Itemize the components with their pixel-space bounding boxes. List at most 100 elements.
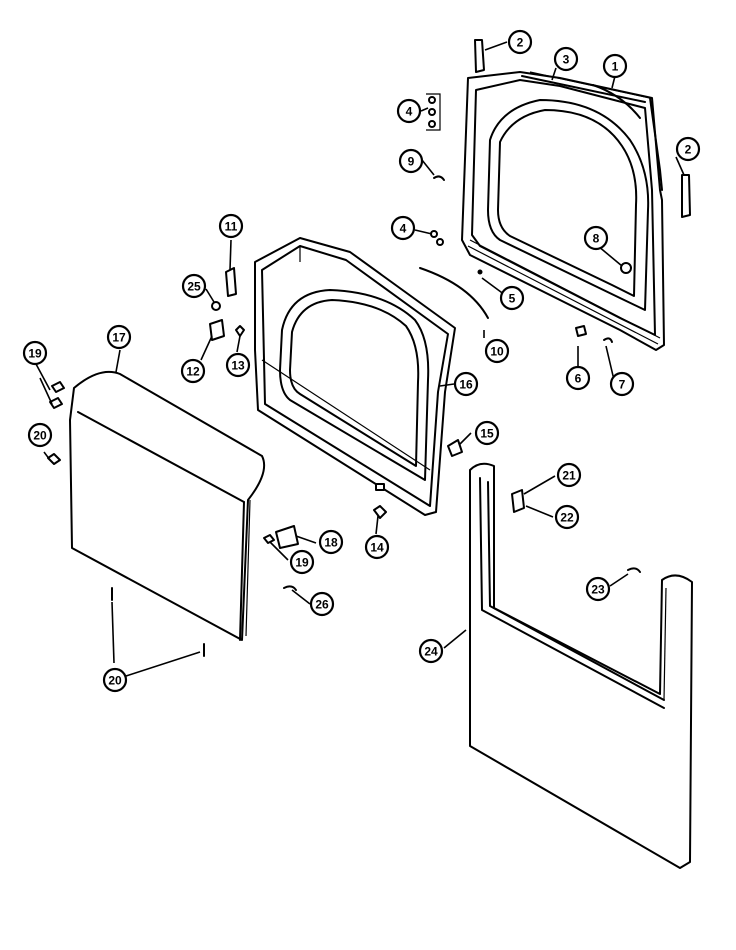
callout-circle bbox=[474, 420, 500, 446]
callout-label: 24 bbox=[424, 645, 438, 659]
screw-13 bbox=[235, 325, 245, 337]
callout-label: 1 bbox=[612, 60, 619, 74]
leader-lines bbox=[35, 41, 685, 677]
callout-label: 14 bbox=[370, 541, 384, 555]
callout-c2a: 2 bbox=[507, 29, 533, 55]
callout-circle bbox=[102, 667, 128, 693]
callout-circle bbox=[22, 340, 48, 366]
callout-label: 22 bbox=[560, 511, 574, 525]
callout-c18: 18 bbox=[318, 529, 344, 555]
callout-circle bbox=[180, 358, 206, 384]
callout-circle bbox=[553, 46, 579, 72]
callout-label: 5 bbox=[509, 292, 516, 306]
arc-10 bbox=[419, 267, 489, 319]
callout-circle bbox=[225, 352, 251, 378]
callout-label: 10 bbox=[490, 345, 504, 359]
callout-circle bbox=[565, 365, 591, 391]
screw-9 bbox=[433, 175, 445, 181]
callout-label: 20 bbox=[33, 429, 47, 443]
callout-circle bbox=[181, 273, 207, 299]
callout-circle bbox=[318, 529, 344, 555]
callout-circle bbox=[484, 338, 510, 364]
callout-circle bbox=[556, 462, 582, 488]
callout-c7: 7 bbox=[609, 371, 635, 397]
nut-25 bbox=[211, 301, 221, 311]
callout-c22: 22 bbox=[554, 504, 580, 530]
callout-label: 3 bbox=[563, 53, 570, 67]
bracket-11 bbox=[225, 267, 237, 297]
callout-c3: 3 bbox=[553, 46, 579, 72]
callout-label: 17 bbox=[112, 331, 126, 345]
front-bulkhead bbox=[254, 237, 456, 516]
callout-circle bbox=[585, 576, 611, 602]
callout-c25: 25 bbox=[181, 273, 207, 299]
callout-label: 18 bbox=[324, 536, 338, 550]
callout-c12: 12 bbox=[180, 358, 206, 384]
callout-c16: 16 bbox=[453, 371, 479, 397]
callout-c6: 6 bbox=[565, 365, 591, 391]
callout-label: 11 bbox=[225, 220, 238, 234]
callout-c20a: 20 bbox=[27, 422, 53, 448]
callout-c8: 8 bbox=[583, 225, 609, 251]
callout-label: 4 bbox=[400, 222, 407, 236]
callout-label: 25 bbox=[187, 280, 201, 294]
screw-26 bbox=[283, 585, 297, 591]
screw-set-4-top bbox=[426, 93, 441, 131]
callout-c14: 14 bbox=[364, 534, 390, 560]
callout-circle bbox=[554, 504, 580, 530]
clip-21 bbox=[511, 489, 525, 513]
callout-label: 9 bbox=[408, 155, 415, 169]
screw-set-4-lower bbox=[430, 230, 444, 246]
callout-c20b: 20 bbox=[102, 667, 128, 693]
callout-label: 15 bbox=[480, 427, 494, 441]
callout-circle bbox=[453, 371, 479, 397]
hinge-18 bbox=[275, 525, 299, 549]
screw-19-mid bbox=[263, 534, 275, 544]
callout-circle bbox=[390, 215, 416, 241]
callout-circle bbox=[106, 324, 132, 350]
callout-circle bbox=[218, 213, 244, 239]
callout-c5: 5 bbox=[499, 285, 525, 311]
callout-c10: 10 bbox=[484, 338, 510, 364]
callout-label: 13 bbox=[231, 359, 245, 373]
callout-c24: 24 bbox=[418, 638, 444, 664]
callout-c15: 15 bbox=[474, 420, 500, 446]
callout-circle bbox=[309, 591, 335, 617]
callout-label: 21 bbox=[562, 469, 576, 483]
callout-label: 2 bbox=[685, 143, 692, 157]
callout-label: 6 bbox=[575, 372, 582, 386]
front-panel-door bbox=[69, 370, 266, 641]
callout-circle bbox=[609, 371, 635, 397]
screw-20-left bbox=[47, 453, 61, 465]
clip-15 bbox=[447, 439, 463, 457]
callout-circle bbox=[398, 148, 424, 174]
callout-c17: 17 bbox=[106, 324, 132, 350]
screw-14 bbox=[373, 505, 387, 519]
callout-c19b: 19 bbox=[289, 549, 315, 575]
callout-label: 19 bbox=[28, 347, 42, 361]
hinge-12 bbox=[209, 319, 225, 341]
callout-circle bbox=[507, 29, 533, 55]
callout-circle bbox=[364, 534, 390, 560]
callout-c4b: 4 bbox=[390, 215, 416, 241]
screw-23 bbox=[627, 567, 641, 573]
callout-label: 16 bbox=[459, 378, 473, 392]
callout-c1: 1 bbox=[602, 53, 628, 79]
callout-c13: 13 bbox=[225, 352, 251, 378]
callout-label: 2 bbox=[517, 36, 524, 50]
callout-circle bbox=[583, 225, 609, 251]
callout-c23: 23 bbox=[585, 576, 611, 602]
callout-label: 7 bbox=[619, 378, 626, 392]
callout-label: 20 bbox=[108, 674, 122, 688]
callout-c4a: 4 bbox=[396, 98, 422, 124]
callout-label: 26 bbox=[315, 598, 329, 612]
callout-c2b: 2 bbox=[675, 136, 701, 162]
callout-circle bbox=[418, 638, 444, 664]
callout-label: 4 bbox=[406, 105, 413, 119]
callout-c9: 9 bbox=[398, 148, 424, 174]
callout-c11: 11 bbox=[218, 213, 244, 239]
rear-cabinet-frame bbox=[461, 39, 691, 351]
